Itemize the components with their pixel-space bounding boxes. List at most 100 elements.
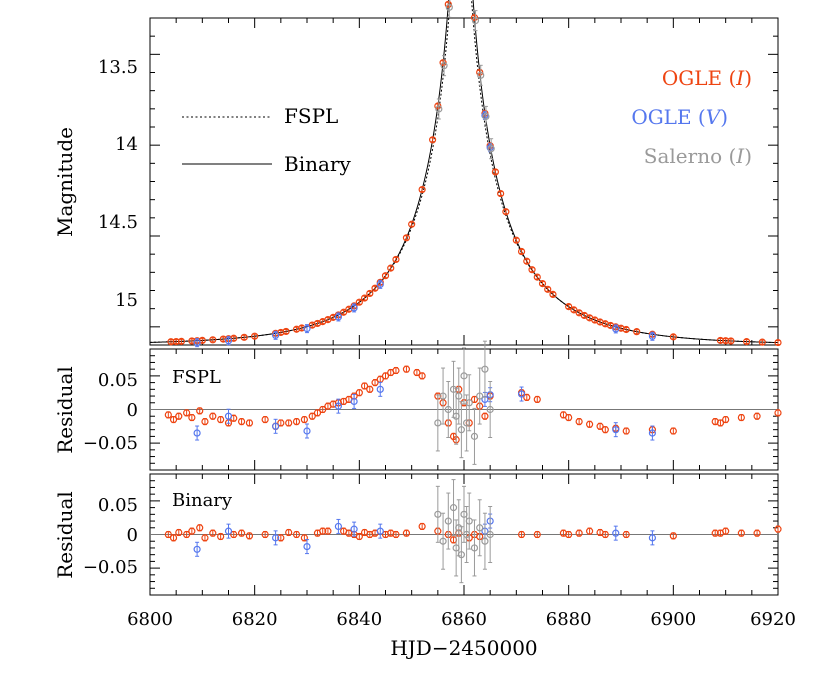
binary-ogle-i-residual-point [669, 532, 677, 540]
binary-ogle-i-residual-point [392, 530, 400, 539]
ogle-i-mag-point [502, 208, 510, 216]
binary-salerno-residual-point [457, 526, 465, 584]
salerno-legend-suffix: ) [744, 144, 752, 168]
binary-ogle-i-residual-point [340, 527, 348, 535]
binary-ogle-i-residual-point [517, 530, 526, 539]
binary-salerno-residual-point [439, 512, 447, 570]
binary-ogle-v-residual-point [350, 521, 358, 537]
binary-ogle-i-residual-point [711, 529, 719, 537]
fspl-legend-label: FSPL [284, 104, 338, 128]
binary-ogle-v-residual-point [648, 530, 657, 546]
ogle-i-mag-point [381, 272, 390, 280]
fspl-ogle-i-residual-point [774, 409, 782, 417]
ogle-v-mag-point [193, 338, 201, 348]
fspl-salerno-residual-point [486, 381, 494, 438]
fspl-ogle-v-residual-point [272, 418, 280, 434]
fspl-ogle-i-residual-point [175, 412, 183, 420]
fspl-ogle-i-residual-point [575, 418, 583, 426]
fspl-ogle-v-residual-point [334, 398, 342, 414]
binary-ogle-i-residual-point [324, 527, 332, 535]
ogle-v-legend-label: OGLE (V) [631, 105, 728, 129]
ogle-v-mag-point [350, 303, 358, 313]
fspl-model-curve [149, 0, 778, 344]
fspl-ogle-i-residual-point [585, 420, 594, 428]
binary-ogle-i-residual-point [245, 532, 254, 540]
fspl-ogle-v-residual-point [612, 422, 620, 438]
data-points [164, 0, 782, 584]
binary-ogle-i-residual-point [300, 534, 308, 542]
fspl-salerno-residual-point [460, 347, 468, 405]
fspl-ogle-v-residual-point [648, 425, 657, 441]
ogle-i-mag-point [282, 327, 290, 336]
binary-salerno-residual-point [481, 512, 489, 570]
fspl-res-tick-label-minus-0.05: −0.05 [83, 433, 138, 454]
ogle-i-mag-point [387, 264, 395, 272]
fspl-salerno-residual-point [476, 367, 484, 425]
ogle-i-mag-point [722, 337, 730, 345]
ogle-i-mag-point [209, 336, 217, 344]
binary-model-curve [149, 0, 778, 344]
binary-salerno-residual-point [434, 485, 442, 543]
fspl-ogle-i-residual-point [277, 419, 285, 427]
ogle-i-mag-point [298, 324, 306, 332]
ogle-v-mag-point [376, 279, 384, 289]
fspl-ogle-i-residual-point [169, 415, 178, 424]
salerno-mag-point [482, 105, 490, 127]
binary-ogle-i-residual-point [188, 527, 196, 535]
fspl-panel-label: FSPL [172, 367, 221, 388]
ogle-i-mag-point [308, 321, 316, 329]
fspl-ogle-i-residual-point [261, 415, 269, 424]
binary-ogle-i-residual-point [402, 529, 411, 537]
mag-tick-label-14: 14 [115, 134, 138, 155]
fspl-ogle-i-residual-point [565, 413, 573, 422]
fspl-ogle-i-residual-point [753, 412, 761, 420]
fspl-ogle-i-residual-point [601, 426, 609, 434]
binary-res-tick-label-0.05: 0.05 [98, 495, 138, 516]
ogle-i-mag-point [418, 185, 426, 194]
ogle-v-mag-point [224, 336, 233, 346]
fspl-ogle-i-residual-point [300, 415, 308, 424]
binary-salerno-residual-point [470, 519, 479, 577]
model-curves [149, 0, 778, 344]
binary-salerno-residual-point [463, 506, 471, 563]
binary-salerno-residual-point [449, 479, 458, 537]
ogle-i-mag-point [177, 337, 185, 345]
salerno-mag-point [440, 55, 448, 77]
fspl-ogle-i-residual-point [237, 418, 246, 426]
binary-ogle-i-residual-point [575, 529, 583, 537]
fspl-ogle-i-residual-point [402, 365, 411, 373]
fspl-ogle-i-residual-point [245, 419, 254, 427]
fspl-salerno-residual-point [434, 394, 442, 452]
fspl-ogle-i-residual-point [622, 427, 630, 435]
binary-salerno-residual-point [476, 499, 484, 557]
fspl-ogle-i-residual-point [217, 415, 225, 424]
binary-res-tick-label-minus-0.05: −0.05 [83, 557, 138, 578]
ogle-i-legend-label: OGLE (I) [662, 66, 752, 90]
ogle-i-legend-prefix: OGLE ( [662, 66, 736, 90]
fspl-ogle-i-residual-point [669, 427, 677, 435]
binary-ogle-i-residual-point [175, 528, 183, 537]
x-tick-label-6800: 6800 [127, 609, 173, 630]
x-tick-label-6840: 6840 [336, 609, 382, 630]
binary-ogle-i-residual-point [169, 534, 178, 542]
x-tick-label-6860: 6860 [441, 609, 487, 630]
fspl-salerno-residual-point [444, 381, 452, 438]
ogle-i-mag-point [402, 234, 411, 242]
ogle-i-mag-point [565, 303, 573, 311]
ogle-i-mag-point [622, 325, 630, 334]
fspl-ogle-i-residual-point [313, 409, 322, 417]
ogle-i-mag-point [533, 273, 541, 281]
ogle-v-legend-band: V [706, 105, 723, 129]
binary-legend-label: Binary [284, 152, 351, 176]
fspl-ogle-i-residual-point [470, 395, 479, 404]
ogle-i-mag-point [774, 338, 782, 347]
ogle-i-mag-point [528, 266, 536, 274]
binary-ogle-i-residual-point [585, 527, 594, 535]
salerno-mag-point [471, 10, 480, 32]
fspl-salerno-residual-point [457, 401, 465, 459]
fspl-ogle-i-residual-point [559, 411, 568, 419]
ogle-i-mag-point [497, 189, 505, 198]
salerno-mag-point [477, 64, 485, 86]
ogle-i-mag-point [491, 168, 499, 176]
